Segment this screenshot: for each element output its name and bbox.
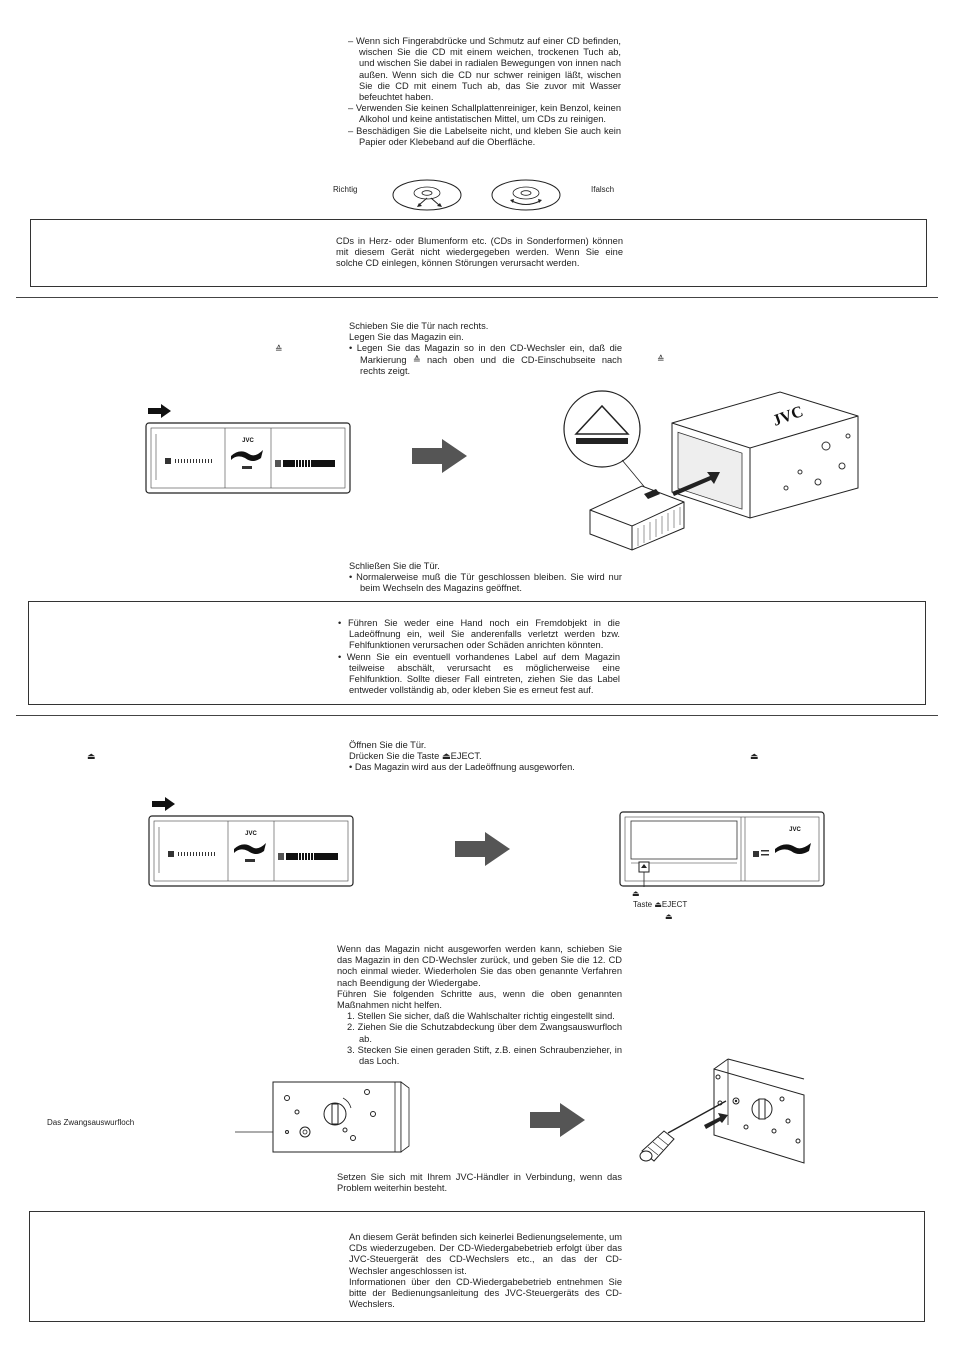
caution-item: • Wenn Sie ein eventuell vorhandenes Lab…	[338, 651, 620, 696]
magazine-cautions: • Führen Sie weder eine Hand noch ein Fr…	[338, 618, 620, 696]
step-bullet: • Das Magazin wird aus der Ladeöffnung a…	[349, 762, 575, 773]
cleaning-item: – Verwenden Sie keinen Schallplattenrein…	[348, 103, 621, 125]
step: Schieben Sie die Tür nach rechts.	[349, 321, 489, 331]
contact-dealer-note: Setzen Sie sich mit Ihrem JVC-Händler in…	[337, 1172, 622, 1194]
section-divider	[16, 297, 938, 298]
caution-box-shaped-cds	[30, 219, 927, 287]
caution-box-magazine	[28, 601, 926, 705]
eject-symbol: ⏏	[632, 889, 640, 898]
brand-logo: JVC	[242, 438, 254, 444]
caution-item: • Führen Sie weder eine Hand noch ein Fr…	[338, 618, 620, 651]
eject-symbol: ⏏	[87, 751, 96, 761]
magazine-insertion-illustration: JVC	[560, 388, 865, 553]
next-step-arrow-icon	[530, 1103, 586, 1137]
step-bullet: • Legen Sie das Magazin so in den CD-Wec…	[349, 343, 622, 376]
numbered-step: 3. Stecken Sie einen geraden Stift, z.B.…	[347, 1044, 622, 1067]
shaped-cd-warning: CDs in Herz- oder Blumenform etc. (CDs i…	[336, 236, 623, 269]
eject-symbol: ⏏	[665, 912, 673, 921]
step-bullet: • Normalerweise muß die Tür geschlossen …	[349, 572, 622, 594]
label-wrong: Ifalsch	[591, 185, 615, 194]
eject-magazine-steps: Öffnen Sie die Tür. Drücken Sie die Tast…	[349, 740, 622, 774]
insert-magazine-steps: Schieben Sie die Tür nach rechts. Legen …	[349, 321, 622, 377]
next-step-arrow-icon	[412, 439, 468, 473]
step: Legen Sie das Magazin ein.	[349, 332, 464, 343]
numbered-step: 2. Ziehen Sie die Schutzabdeckung über d…	[347, 1022, 622, 1044]
magazine-mark-symbol: ≙	[657, 354, 665, 364]
close-door-steps: Schließen Sie die Tür. • Normalerweise m…	[349, 561, 622, 595]
step: Drücken Sie die Taste ⏏EJECT.	[349, 751, 482, 762]
eject-button-label: Taste ⏏EJECT	[633, 900, 688, 909]
magazine-mark-symbol: ≙	[275, 344, 283, 354]
playback-note-text-2: Informationen über den CD-Wiedergabebetr…	[349, 1276, 622, 1310]
cd-changer-door-open: JVC	[619, 811, 825, 887]
brand-logo: JVC	[245, 831, 257, 837]
cd-cleaning-instructions: – Wenn sich Fingerabdrücke und Schmutz a…	[348, 36, 621, 148]
cleaning-item: – Wenn sich Fingerabdrücke und Schmutz a…	[348, 36, 621, 103]
disc-wrong-illustration	[490, 178, 562, 212]
label-correct: Richtig	[333, 185, 358, 194]
side-panel-illustration	[235, 1078, 415, 1158]
screwdriver-illustration	[628, 1055, 808, 1165]
slide-right-arrow-icon	[148, 404, 172, 418]
step: Öffnen Sie die Tür.	[349, 740, 427, 750]
eject-symbol: ⏏	[750, 751, 759, 761]
next-step-arrow-icon	[455, 832, 511, 866]
intro-text-2: Führen Sie folgenden Schritte aus, wenn …	[337, 988, 622, 1011]
forced-eject-instructions: Wenn das Magazin nicht ausgeworfen werde…	[337, 944, 622, 1067]
playback-note: An diesem Gerät befinden sich keinerlei …	[349, 1232, 622, 1310]
intro-text: Wenn das Magazin nicht ausgeworfen werde…	[337, 944, 622, 988]
cd-changer-front-panel: JVC	[145, 422, 351, 494]
section-divider	[16, 715, 938, 716]
cleaning-item: – Beschädigen Sie die Labelseite nicht, …	[348, 125, 621, 147]
brand-logo: JVC	[789, 827, 801, 833]
playback-note-text: An diesem Gerät befinden sich keinerlei …	[349, 1232, 622, 1276]
slide-right-arrow-icon	[152, 797, 176, 811]
disc-correct-illustration	[391, 178, 463, 212]
forced-eject-hole-label: Das Zwangsauswurfloch	[47, 1118, 135, 1127]
numbered-step: 1. Stellen Sie sicher, daß die Wahlschal…	[347, 1011, 615, 1022]
cd-changer-front-panel: JVC	[148, 815, 354, 887]
step: Schließen Sie die Tür.	[349, 561, 440, 571]
note-box-playback	[29, 1211, 925, 1322]
